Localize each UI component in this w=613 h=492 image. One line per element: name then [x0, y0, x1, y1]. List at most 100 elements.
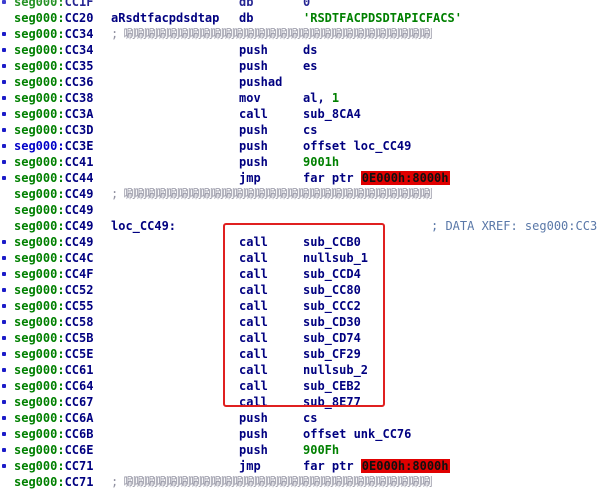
listing-line[interactable]: seg000:CC67 call sub_8E77	[0, 394, 613, 410]
listing-line[interactable]: seg000:CC6B push offset unk_CC76	[0, 426, 613, 442]
instruction-operand[interactable]: sub_CCC2	[303, 298, 361, 314]
line-address[interactable]: seg000:CC67	[14, 394, 93, 410]
code-label[interactable]: loc_CC49:	[111, 219, 177, 233]
listing-line[interactable]: seg000:CC49 call sub_CCB0	[0, 234, 613, 250]
instruction-mnemonic[interactable]: call	[239, 315, 268, 329]
listing-line[interactable]: seg000:CC35 push es	[0, 58, 613, 74]
instruction-operand[interactable]: cs	[303, 410, 317, 426]
instruction-operand[interactable]: es	[303, 58, 317, 74]
line-address[interactable]: seg000:CC35	[14, 58, 93, 74]
operand-text[interactable]: sub_CCC2	[303, 299, 361, 313]
instruction-mnemonic[interactable]: pushad	[239, 75, 283, 89]
instruction-operand[interactable]: cs	[303, 122, 317, 138]
instruction-operand[interactable]: far ptr 0E000h:8000h	[303, 170, 450, 186]
instruction-mnemonic[interactable]: push	[239, 427, 268, 441]
instruction-operand[interactable]: sub_CCD4	[303, 266, 361, 282]
instruction-mnemonic[interactable]: call	[239, 363, 268, 377]
instruction-mnemonic[interactable]: call	[239, 107, 268, 121]
operand-text[interactable]: offset loc_CC49	[303, 139, 412, 153]
line-address[interactable]: seg000:CC41	[14, 154, 93, 170]
instruction-operand[interactable]: nullsub_2	[303, 362, 368, 378]
operand-text[interactable]: 'RSDTFACPDSDTAPICFACS'	[303, 11, 462, 25]
instruction-mnemonic[interactable]: push	[239, 139, 268, 153]
instruction-mnemonic[interactable]: push	[239, 411, 268, 425]
instruction-mnemonic[interactable]: db	[239, 11, 254, 25]
line-address[interactable]: seg000:CC6E	[14, 442, 93, 458]
instruction-operand[interactable]: 900Fh	[303, 442, 339, 458]
operand-immediate[interactable]: 9001h	[303, 155, 340, 169]
line-address[interactable]: seg000:CC34	[14, 26, 93, 42]
operand-text[interactable]: sub_CCD4	[303, 267, 361, 281]
instruction-mnemonic[interactable]: call	[239, 267, 268, 281]
code-label[interactable]: aRsdtfacpdsdtap	[111, 11, 220, 25]
operand-text[interactable]: offset unk_CC76	[303, 427, 412, 441]
operand-text[interactable]: sub_8CA4	[303, 107, 361, 121]
instruction-operand[interactable]: sub_8CA4	[303, 106, 361, 122]
operand-text[interactable]: sub_8E77	[303, 395, 361, 409]
instruction-operand[interactable]: offset loc_CC49	[303, 138, 411, 154]
line-address[interactable]: seg000:CC5B	[14, 330, 93, 346]
operand-text[interactable]: sub_CEB2	[303, 379, 361, 393]
line-address[interactable]: seg000:CC6A	[14, 410, 93, 426]
instruction-mnemonic[interactable]: call	[239, 347, 268, 361]
instruction-mnemonic[interactable]: call	[239, 379, 268, 393]
line-address[interactable]: seg000:CC71	[14, 458, 93, 474]
instruction-mnemonic[interactable]: push	[239, 443, 268, 457]
instruction-mnemonic[interactable]: call	[239, 235, 268, 249]
operand-text[interactable]: far ptr	[303, 459, 361, 473]
instruction-operand[interactable]: sub_CCB0	[303, 234, 361, 250]
line-address[interactable]: seg000:CC4C	[14, 250, 93, 266]
line-address[interactable]: seg000:CC49	[14, 202, 93, 218]
line-address[interactable]: seg000:CC20	[14, 10, 93, 26]
operand-text[interactable]: nullsub_2	[303, 363, 369, 377]
line-address[interactable]: seg000:CC52	[14, 282, 93, 298]
highlighted-operand[interactable]: 0E000h:8000h	[360, 459, 450, 473]
operand-text[interactable]: nullsub_1	[303, 251, 369, 265]
operand-text[interactable]: ds	[303, 43, 318, 57]
operand-immediate[interactable]: 1	[331, 91, 340, 105]
operand-text[interactable]: cs	[303, 411, 318, 425]
operand-text[interactable]: sub_CC80	[303, 283, 361, 297]
line-address[interactable]: seg000:CC49	[14, 234, 93, 250]
instruction-operand[interactable]: nullsub_1	[303, 250, 368, 266]
instruction-mnemonic[interactable]: call	[239, 395, 268, 409]
instruction-operand[interactable]: sub_CC80	[303, 282, 361, 298]
line-address[interactable]: seg000:CC49	[14, 218, 93, 234]
line-address[interactable]: seg000:CC3E	[14, 138, 93, 154]
line-address[interactable]: seg000:CC49	[14, 186, 93, 202]
listing-line[interactable]: seg000:CC64 call sub_CEB2	[0, 378, 613, 394]
operand-immediate[interactable]: 900Fh	[303, 443, 340, 457]
instruction-operand[interactable]: offset unk_CC76	[303, 426, 411, 442]
operand-text[interactable]: al,	[303, 91, 332, 105]
line-address[interactable]: seg000:CC6B	[14, 426, 93, 442]
instruction-operand[interactable]: 'RSDTFACPDSDTAPICFACS'	[303, 10, 462, 26]
line-address[interactable]: seg000:CC4F	[14, 266, 93, 282]
line-address[interactable]: seg000:CC64	[14, 378, 93, 394]
instruction-mnemonic[interactable]: push	[239, 59, 268, 73]
instruction-mnemonic[interactable]: jmp	[239, 171, 261, 185]
listing-line[interactable]: seg000:CC41 push 9001h	[0, 154, 613, 170]
instruction-mnemonic[interactable]: call	[239, 251, 268, 265]
operand-text[interactable]: cs	[303, 123, 318, 137]
instruction-mnemonic[interactable]: call	[239, 283, 268, 297]
instruction-operand[interactable]: sub_8E77	[303, 394, 361, 410]
instruction-operand[interactable]: far ptr 0E000h:8000h	[303, 458, 450, 474]
operand-text[interactable]: far ptr	[303, 171, 361, 185]
line-address[interactable]: seg000:CC5E	[14, 346, 93, 362]
listing-line[interactable]: seg000:CC71; 唰唰唰唰唰唰唰唰唰唰唰唰唰唰唰唰唰唰唰唰唰唰唰唰唰唰唰…	[0, 474, 613, 490]
listing-line[interactable]: seg000:CC6A push cs	[0, 410, 613, 426]
instruction-mnemonic[interactable]: push	[239, 155, 268, 169]
instruction-mnemonic[interactable]: call	[239, 331, 268, 345]
instruction-operand[interactable]: ds	[303, 42, 317, 58]
